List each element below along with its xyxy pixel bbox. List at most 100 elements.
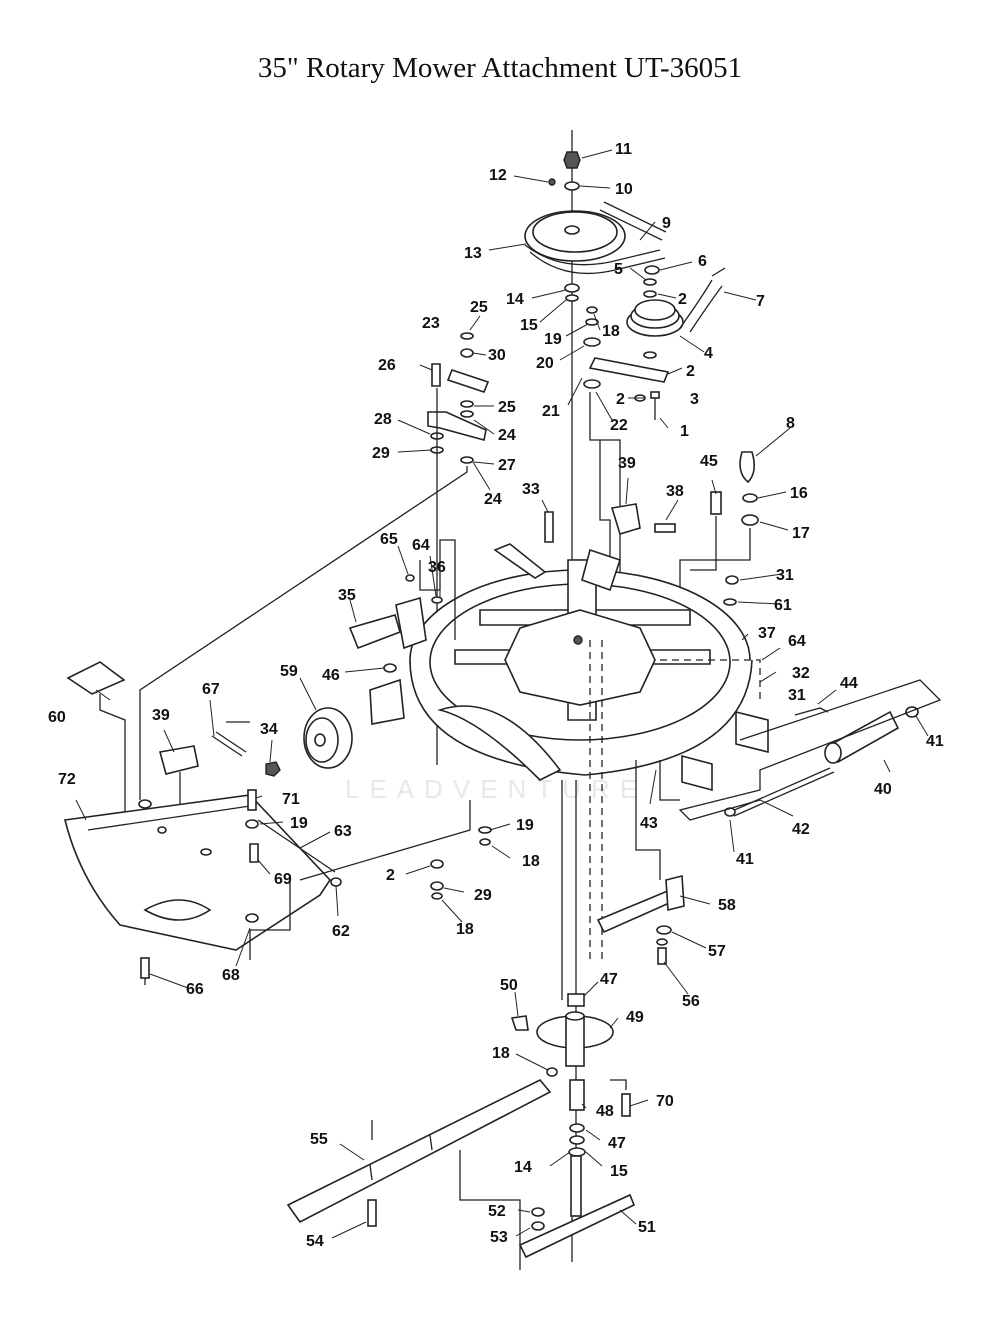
callout-2b: 2: [686, 363, 695, 380]
callout-45: 45: [700, 453, 718, 470]
callout-27: 27: [498, 457, 516, 474]
bushing-48: [569, 1079, 585, 1111]
deflector-72: [64, 794, 332, 951]
washer-10: [564, 181, 580, 191]
callout-34: 34: [260, 721, 278, 738]
callout-14: 14: [506, 291, 524, 308]
bracket-23: [446, 369, 490, 393]
callout-51: 51: [638, 1219, 656, 1236]
callout-15: 15: [520, 317, 538, 334]
callout-13: 13: [464, 245, 482, 262]
callout-18: 18: [602, 323, 620, 340]
callout-21: 21: [542, 403, 560, 420]
callout-53: 53: [490, 1229, 508, 1246]
bolt-71: [247, 789, 257, 811]
callout-55: 55: [310, 1131, 328, 1148]
idler-arm-3: [588, 357, 670, 383]
callout-50: 50: [500, 977, 518, 994]
bracket-39: [610, 503, 641, 535]
brace-group: [596, 760, 685, 965]
washer-2a: [643, 290, 657, 298]
callout-4: 4: [704, 345, 713, 362]
callout-19c: 19: [516, 817, 534, 834]
callout-8: 8: [786, 415, 795, 432]
callout-5: 5: [614, 261, 623, 278]
washer-18a: [586, 306, 598, 314]
bolt-54: [367, 1199, 377, 1227]
callout-11: 11: [615, 141, 632, 158]
pin-38: [654, 523, 676, 533]
callout-44: 44: [840, 675, 858, 692]
callout-40: 40: [874, 781, 892, 798]
bearing-47a: [567, 993, 585, 1007]
bracket-39b: [158, 745, 199, 775]
callout-65: 65: [380, 531, 398, 548]
callout-49: 49: [626, 1009, 644, 1026]
right-small-parts: [544, 451, 759, 640]
callout-56: 56: [682, 993, 700, 1010]
callout-46: 46: [322, 667, 340, 684]
bracket-right: [735, 710, 769, 754]
callout-2d: 2: [386, 867, 395, 884]
callout-58: 58: [718, 897, 736, 914]
callout-38: 38: [666, 483, 684, 500]
callout-31: 31: [776, 567, 794, 584]
callout-52: 52: [488, 1203, 506, 1220]
callout-2: 2: [678, 291, 687, 308]
mower-deck-housing: [369, 539, 769, 960]
callout-57: 57: [708, 943, 726, 960]
callout-24: 24: [498, 427, 516, 444]
callout-15b: 15: [610, 1163, 628, 1180]
callout-29: 29: [372, 445, 390, 462]
callout-19b: 19: [290, 815, 308, 832]
washer-2b: [643, 351, 657, 359]
callout-25: 25: [470, 299, 488, 316]
callout-62: 62: [332, 923, 350, 940]
callout-61: 61: [774, 597, 792, 614]
callout-64b: 64: [788, 633, 806, 650]
callout-25b: 25: [498, 399, 516, 416]
nut-34: [265, 761, 281, 777]
rear-roller-group: [659, 679, 942, 821]
callout-7: 7: [756, 293, 765, 310]
callout-67: 67: [202, 681, 220, 698]
washer-14: [564, 283, 580, 293]
callout-43: 43: [640, 815, 658, 832]
callout-14b: 14: [514, 1159, 532, 1176]
callout-54: 54: [306, 1233, 324, 1250]
plate-60: [66, 661, 126, 695]
callout-70: 70: [656, 1093, 674, 1110]
callout-69: 69: [274, 871, 292, 888]
fitting-50: [510, 1015, 529, 1031]
nut-11: [563, 151, 581, 169]
callout-39b: 39: [152, 707, 170, 724]
callout-47: 47: [600, 971, 618, 988]
bushing-22: [583, 379, 601, 389]
callout-37: 37: [758, 625, 776, 642]
callout-22: 22: [610, 417, 628, 434]
callout-16: 16: [790, 485, 808, 502]
bracket-group-23-30: [139, 332, 490, 800]
callout-12: 12: [489, 167, 507, 184]
callout-42: 42: [792, 821, 810, 838]
callout-3: 3: [690, 391, 699, 408]
callout-36: 36: [428, 559, 446, 576]
callout-71: 71: [282, 791, 300, 808]
callout-39: 39: [618, 455, 636, 472]
left-bracket-group: [265, 574, 443, 777]
center-mid-hardware: [430, 826, 492, 900]
callout-17: 17: [792, 525, 810, 542]
callout-19: 19: [544, 331, 562, 348]
clevis-8: [739, 451, 756, 484]
washer-5: [643, 278, 657, 286]
callout-18c: 18: [456, 921, 474, 938]
spring-7: [679, 267, 726, 333]
callout-26: 26: [378, 357, 396, 374]
washer-6: [644, 265, 660, 275]
bolt-33: [544, 511, 554, 543]
callout-63: 63: [334, 823, 352, 840]
callout-33: 33: [522, 481, 540, 498]
top-pulley-group: [524, 151, 726, 590]
bolt-70: [621, 1093, 631, 1117]
